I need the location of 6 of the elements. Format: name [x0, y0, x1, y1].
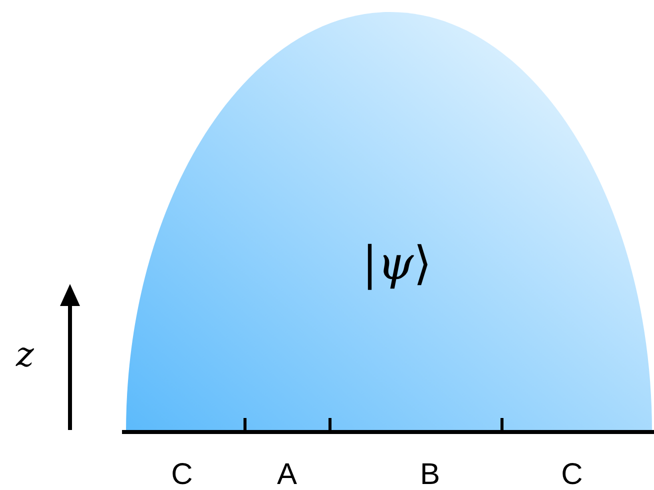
axis-label: z — [16, 338, 34, 372]
region-label: A — [277, 460, 297, 490]
region-label: B — [420, 460, 440, 490]
region-label: C — [561, 460, 583, 490]
wavefunction-dome — [126, 12, 652, 432]
region-label: C — [171, 460, 193, 490]
